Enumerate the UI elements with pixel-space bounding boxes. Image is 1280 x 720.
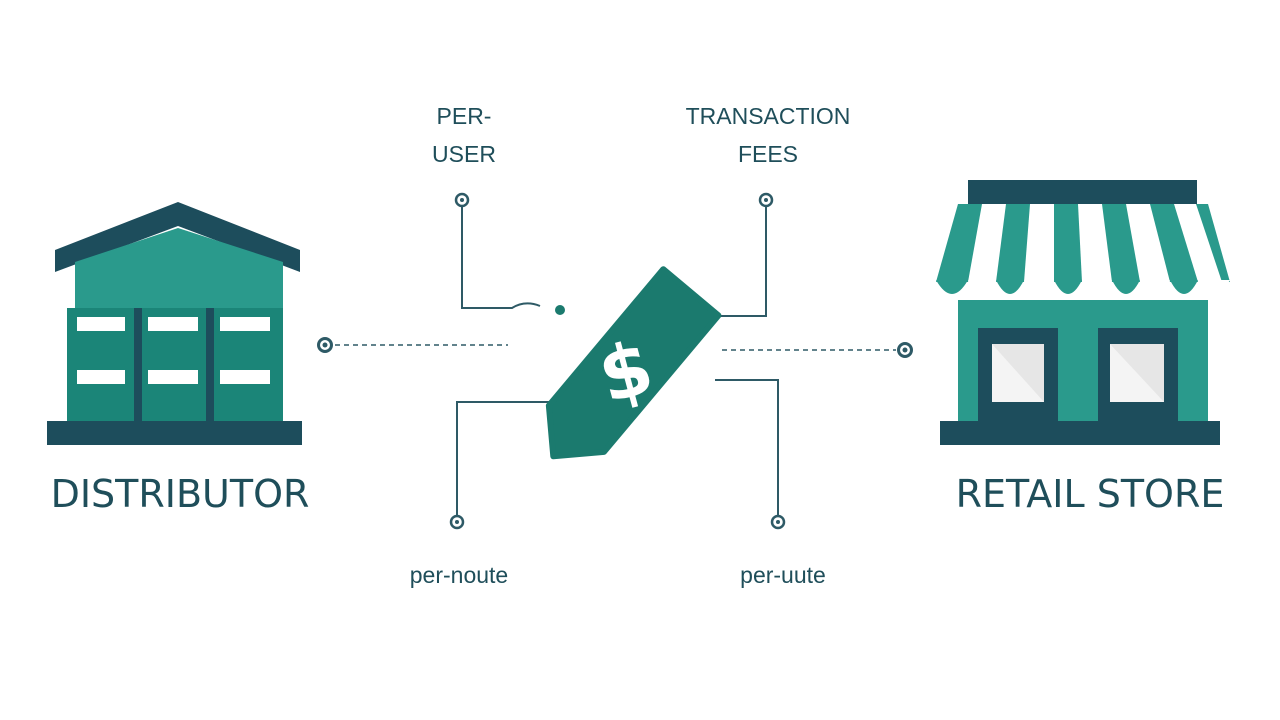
per-user-line <box>461 207 541 309</box>
awning-stripe <box>1150 204 1198 282</box>
per-noute-line <box>456 401 560 516</box>
per-uute-label: per-uute <box>740 562 826 588</box>
transaction-fees-endpoint <box>758 192 774 208</box>
warehouse-window <box>148 317 198 331</box>
distributor-warehouse-icon <box>47 202 302 445</box>
dashed-connector-left <box>317 337 508 353</box>
warehouse-window <box>148 370 198 384</box>
awning-stripe <box>1054 204 1082 282</box>
warehouse-base <box>47 421 302 445</box>
awning-stripe <box>1196 204 1230 282</box>
per-uute-line <box>715 379 779 516</box>
warehouse-divider <box>134 308 142 422</box>
per-noute-label: per-noute <box>410 562 508 588</box>
per-noute-endpoint <box>449 514 465 530</box>
warehouse-roof <box>55 202 300 272</box>
connector-endpoints <box>449 192 786 530</box>
distributor-label: DISTRIBUTOR <box>51 472 310 516</box>
dashed-connector-right <box>722 342 913 358</box>
per-user-label-line2: USER <box>432 141 496 167</box>
warehouse-window <box>220 370 270 384</box>
store-base <box>940 421 1220 445</box>
retail-store-icon <box>936 180 1230 445</box>
per-user-label-line1: PER- <box>437 103 492 129</box>
per-uute-endpoint <box>770 514 786 530</box>
awning-stripe <box>996 204 1030 282</box>
per-user-endpoint <box>454 192 470 208</box>
awning-stripe <box>1102 204 1140 282</box>
store-top-bar <box>968 180 1197 204</box>
awning-stripe <box>936 204 982 282</box>
awning-scallops <box>936 280 1230 294</box>
transaction-fees-label-line1: TRANSACTION <box>686 103 851 129</box>
warehouse-window <box>77 317 125 331</box>
transaction-fees-label-line2: FEES <box>738 141 798 167</box>
warehouse-window <box>77 370 125 384</box>
retail-store-label: RETAIL STORE <box>956 472 1225 516</box>
price-tag-icon: $ <box>545 266 722 460</box>
warehouse-window <box>220 317 270 331</box>
warehouse-divider <box>206 308 214 422</box>
